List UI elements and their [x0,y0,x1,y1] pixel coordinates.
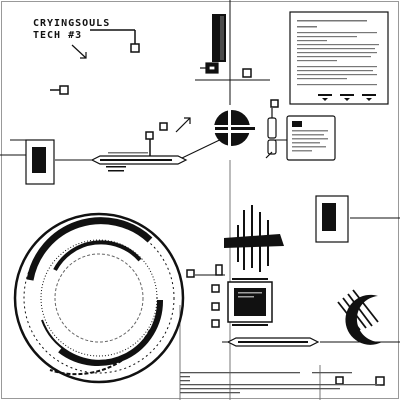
right-device [315,195,349,243]
left-device [10,139,55,185]
footer-text-rows [180,372,380,394]
square-markers [50,29,385,386]
title-line-2: TECH #3 [33,30,83,41]
vertical-connector [267,108,277,155]
document-block [289,11,389,105]
chip-icon [212,105,258,151]
horizontal-bar-lower [226,337,320,347]
antenna-icon [224,205,284,272]
barcode-block [212,14,226,62]
crescent-icon [337,289,382,345]
horizontal-bar [90,152,188,165]
arrow-icon [71,44,273,159]
chip-screen [227,278,273,326]
info-card [286,115,336,161]
circuit-ring-icon [13,212,185,384]
target-square-icon [59,85,69,95]
target-square-icon [242,68,252,78]
target-square-icon [130,43,140,53]
dot-cluster [106,166,126,172]
title-line-1: CRYINGSOULS [33,18,111,29]
connector-icon [200,62,219,74]
